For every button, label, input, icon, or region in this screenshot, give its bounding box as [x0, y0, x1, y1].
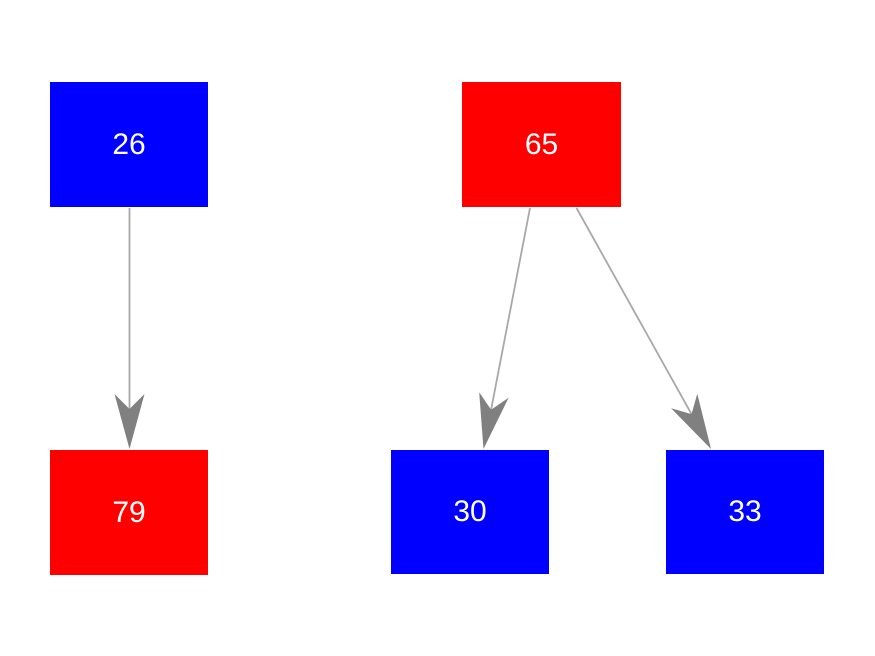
arrowhead-icon-26-to-79: [114, 394, 145, 449]
tree-node-65: 65: [462, 82, 621, 207]
arrowhead-icon-65-to-30: [479, 392, 509, 449]
edge-line-65-to-33: [575, 207, 696, 420]
tree-node-26: 26: [50, 82, 208, 207]
tree-node-33: 33: [666, 450, 824, 574]
node-value-label: 26: [112, 127, 146, 161]
tree-node-30: 30: [391, 450, 549, 574]
edge-line-65-to-30: [489, 207, 531, 416]
tree-node-79: 79: [50, 450, 208, 575]
node-value-label: 33: [728, 495, 762, 528]
node-value-label: 65: [524, 127, 559, 161]
node-value-label: 79: [112, 495, 146, 529]
node-value-label: 30: [453, 495, 487, 528]
arrowhead-icon-65-to-33: [671, 393, 711, 449]
